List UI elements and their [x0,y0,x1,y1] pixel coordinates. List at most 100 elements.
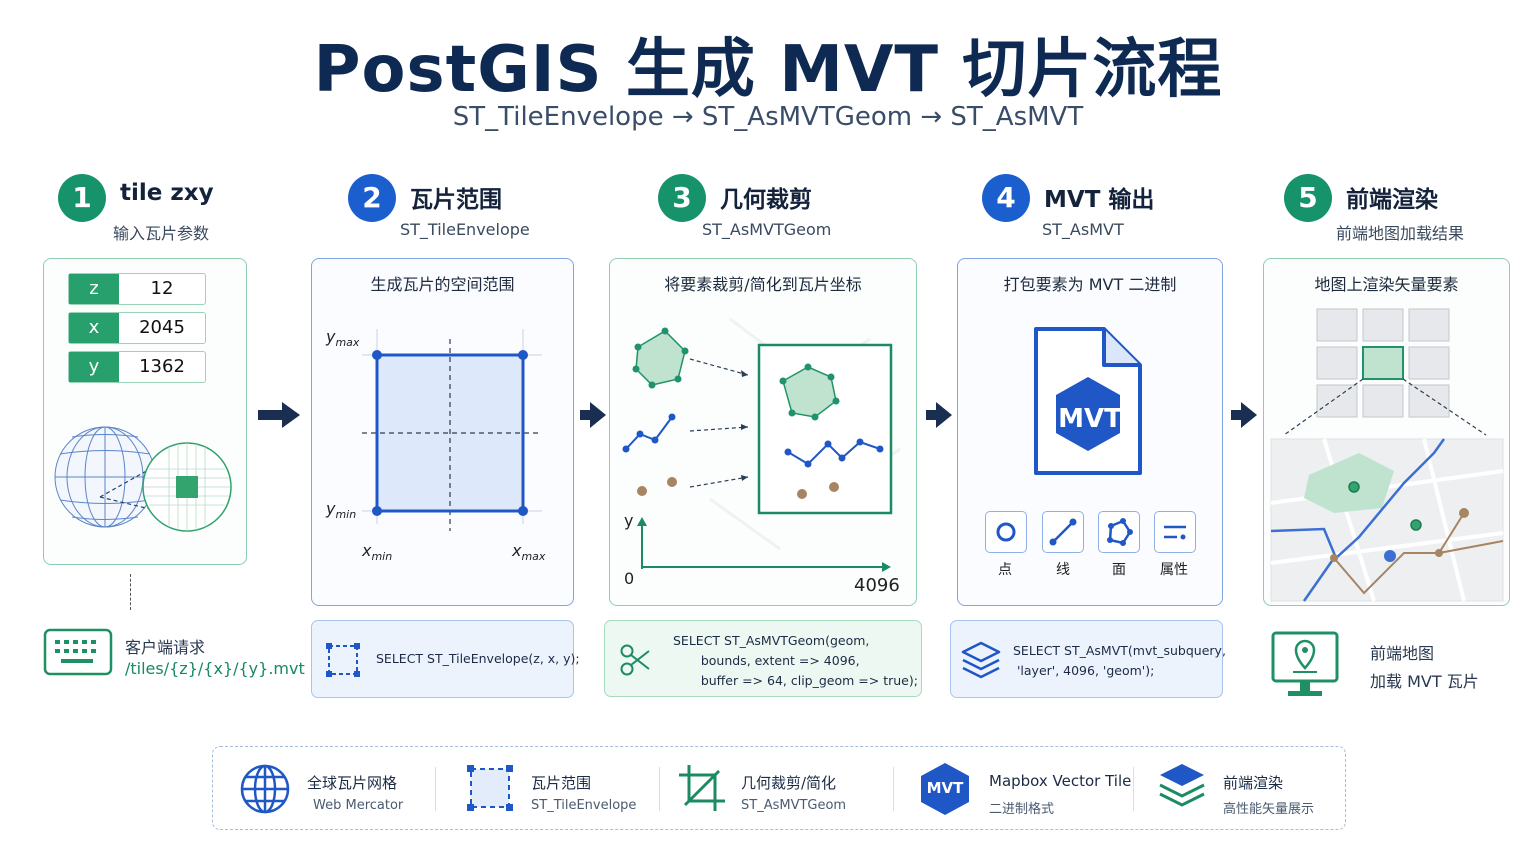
axis-y-label: y [624,511,634,530]
sql-tile-envelope: SELECT ST_TileEnvelope(z, x, y); [376,651,580,666]
step-subtitle: ST_AsMVTGeom [702,220,832,239]
crop-icon [679,765,725,811]
param-y-row: y 1362 [68,351,206,383]
step-title: 前端渲染 [1346,187,1438,213]
envelope-diagram [362,329,542,531]
geom-type-label: 线 [1056,562,1070,578]
step-2-header: 2 瓦片范围 ST_TileEnvelope [348,170,588,240]
legend-item-layers: 前端渲染 高性能矢量展示 [1157,747,1337,831]
step-5-header: 5 前端渲染 前端地图加载结果 [1284,170,1524,243]
legend-subtitle: ST_TileEnvelope [531,798,637,813]
legend-item-tile-extent: 瓦片范围 ST_TileEnvelope [465,747,655,831]
tile-envelope-panel: 生成瓦片的空间范围 ymax ymin xmin xmax [311,258,574,606]
scissors-icon [620,644,650,676]
flow-arrow-icon [258,402,300,428]
mvt-hex-icon [921,763,969,815]
mvt-hex-label: MVT [926,779,964,797]
dashed-connector [130,574,131,610]
legend-subtitle: ST_AsMVTGeom [741,798,847,813]
rendered-map [1270,308,1504,602]
geom-type-label: 点 [998,562,1012,578]
step-title: 几何裁剪 [720,187,812,213]
param-x-row: x 2045 [68,312,206,344]
step-title: MVT 输出 [1044,187,1155,213]
tile-params-panel: z 12 x 2045 y 1362 [43,258,247,565]
param-key: y [69,352,119,382]
legend-divider [893,767,894,811]
frontend-label-line1: 前端地图 [1370,644,1435,663]
axis-extent-label: 4096 [854,575,900,596]
param-key: z [69,274,119,304]
legend-subtitle: 高性能矢量展示 [1223,802,1315,817]
tile-extent-icon [467,765,513,811]
tile-envelope-code: SELECT ST_TileEnvelope(z, x, y); [311,620,580,698]
step-title: 瓦片范围 [410,187,502,213]
asmvt-code: SELECT ST_AsMVT(mvt_subquery, 'layer', 4… [950,620,1226,698]
flow-arrow-icon [926,402,952,428]
param-value: 2045 [139,317,185,338]
geom-type-label: 属性 [1160,562,1188,578]
panel-caption: 地图上渲染矢量要素 [1314,275,1459,294]
line-icon [1042,511,1084,553]
legend-item-crop: 几何裁剪/简化 ST_AsMVTGeom [677,747,877,831]
step-number-badge: 4 [982,174,1030,222]
panel-caption: 打包要素为 MVT 二进制 [1003,275,1177,294]
geometry-clip-panel: 将要素裁剪/简化到瓦片坐标 y 0 4096 [609,258,917,606]
point-icon [985,511,1027,553]
flow-arrow-icon [580,402,606,428]
legend-title: Mapbox Vector Tile [989,772,1132,790]
legend-title: 几何裁剪/简化 [741,774,837,792]
step-number-badge: 2 [348,174,396,222]
sql-asmvtgeom: SELECT ST_AsMVTGeom(geom, bounds, extent… [673,633,918,688]
tile-extent-icon [326,643,360,677]
page-subtitle: ST_TileEnvelope → ST_AsMVTGeom → ST_AsMV… [452,102,1084,132]
legend-divider [659,767,660,811]
step-4-header: 4 MVT 输出 ST_AsMVT [982,170,1222,240]
step-title: tile zxy [120,180,214,206]
xmax-label: xmax [512,541,546,564]
step-1-header: 1 tile zxy 输入瓦片参数 [58,170,298,243]
panel-caption: 将要素裁剪/简化到瓦片坐标 [664,275,862,294]
globe-grid-illustration [54,426,232,532]
param-key: x [69,313,119,343]
asmvtgeom-code: SELECT ST_AsMVTGeom(geom, bounds, extent… [604,620,922,697]
step-subtitle: 输入瓦片参数 [113,224,210,243]
ymin-label: ymin [326,499,357,522]
step-3-header: 3 几何裁剪 ST_AsMVTGeom [658,170,898,240]
flow-arrow-icon [1231,402,1257,428]
mvt-file-icon [1034,327,1142,475]
param-value: 12 [150,278,174,299]
monitor-map-pin-icon [1271,631,1339,696]
frontend-label-line2: 加载 MVT 瓦片 [1370,672,1479,691]
legend: 全球瓦片网格 Web Mercator 瓦片范围 ST_TileEnvelope… [212,746,1346,830]
client-request-url: /tiles/{z}/{x}/{y}.mvt [125,659,305,678]
mvt-output-panel: 打包要素为 MVT 二进制 MVT 点 线 面 属性 [957,258,1223,606]
step-number-badge: 3 [658,174,706,222]
legend-divider [435,767,436,811]
legend-item-mvt: MVT Mapbox Vector Tile 二进制格式 [919,747,1131,831]
geom-type-label: 面 [1112,562,1126,578]
globe-icon [240,764,290,814]
layers-icon [1159,764,1205,807]
page-title: PostGIS 生成 MVT 切片流程 [313,33,1223,107]
frontend-render-panel: 地图上渲染矢量要素 [1263,258,1510,606]
polygon-icon [1098,511,1140,553]
step-number-badge: 1 [58,174,106,222]
param-value: 1362 [139,356,185,377]
legend-item-globe: 全球瓦片网格 Web Mercator [239,747,439,831]
attributes-icon [1154,511,1196,553]
panel-caption: 生成瓦片的空间范围 [370,275,515,294]
layers-icon [961,641,1001,679]
step-number-badge: 5 [1284,174,1332,222]
legend-subtitle: 二进制格式 [989,802,1055,817]
sql-asmvt: SELECT ST_AsMVT(mvt_subquery, 'layer', 4… [1013,643,1226,678]
legend-title: 瓦片范围 [531,774,592,792]
keyboard-icon [43,628,113,676]
axis-origin-label: 0 [624,569,635,588]
legend-title: 前端渲染 [1223,774,1284,792]
xmin-label: xmin [362,541,393,564]
client-request-label: 客户端请求 [125,638,206,657]
legend-divider [1133,767,1134,811]
ymax-label: ymax [326,327,360,350]
legend-title: 全球瓦片网格 [307,774,398,792]
